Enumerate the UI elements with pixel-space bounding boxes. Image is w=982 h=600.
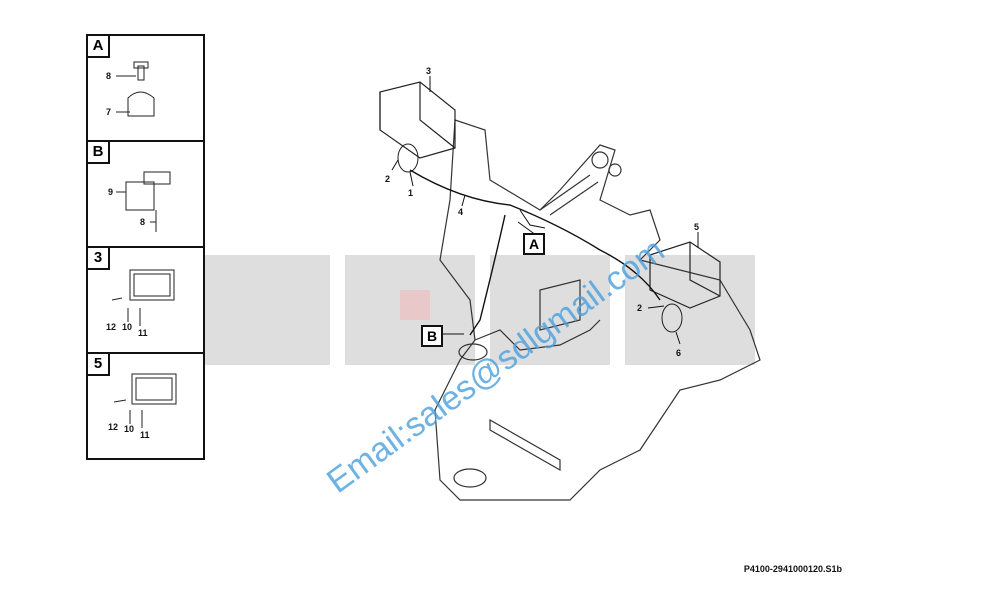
detail-panel-3: 3 12 10 11	[86, 246, 205, 354]
callout-b: B	[421, 325, 443, 347]
panel-letter: B	[88, 142, 110, 164]
panel-letter: 3	[88, 248, 110, 270]
brand-watermark-bg	[200, 255, 755, 365]
label-10: 10	[122, 322, 132, 332]
main-label-3: 3	[426, 66, 431, 76]
detail-panel-a: A 8 7	[86, 34, 205, 142]
panel-letter: 5	[88, 354, 110, 376]
main-label-4: 4	[458, 207, 463, 217]
main-label-1: 1	[408, 188, 413, 198]
reference-code: P4100-2941000120.S1b	[743, 564, 842, 574]
main-label-2: 2	[385, 174, 390, 184]
main-label-2b: 2	[637, 303, 642, 313]
label-11: 11	[138, 328, 148, 338]
label-8: 8	[106, 71, 111, 81]
connector-drawing: 9 8	[108, 171, 171, 232]
label-11: 11	[140, 430, 150, 440]
detail-panel-5: 5 12 10 11	[86, 352, 205, 460]
label-12: 12	[106, 322, 116, 332]
main-label-5: 5	[694, 222, 699, 232]
label-9: 9	[108, 187, 113, 197]
panel-letter: A	[88, 36, 110, 58]
callout-a: A	[523, 233, 545, 255]
module-drawing: 12 10 11	[108, 373, 177, 440]
bolt-bracket-drawing: 8 7	[106, 61, 155, 117]
label-8b: 8	[140, 217, 145, 227]
label-7: 7	[106, 107, 111, 117]
label-12: 12	[108, 422, 118, 432]
label-10: 10	[124, 424, 134, 434]
main-label-6: 6	[676, 348, 681, 358]
module-drawing: 12 10 11	[106, 269, 175, 338]
